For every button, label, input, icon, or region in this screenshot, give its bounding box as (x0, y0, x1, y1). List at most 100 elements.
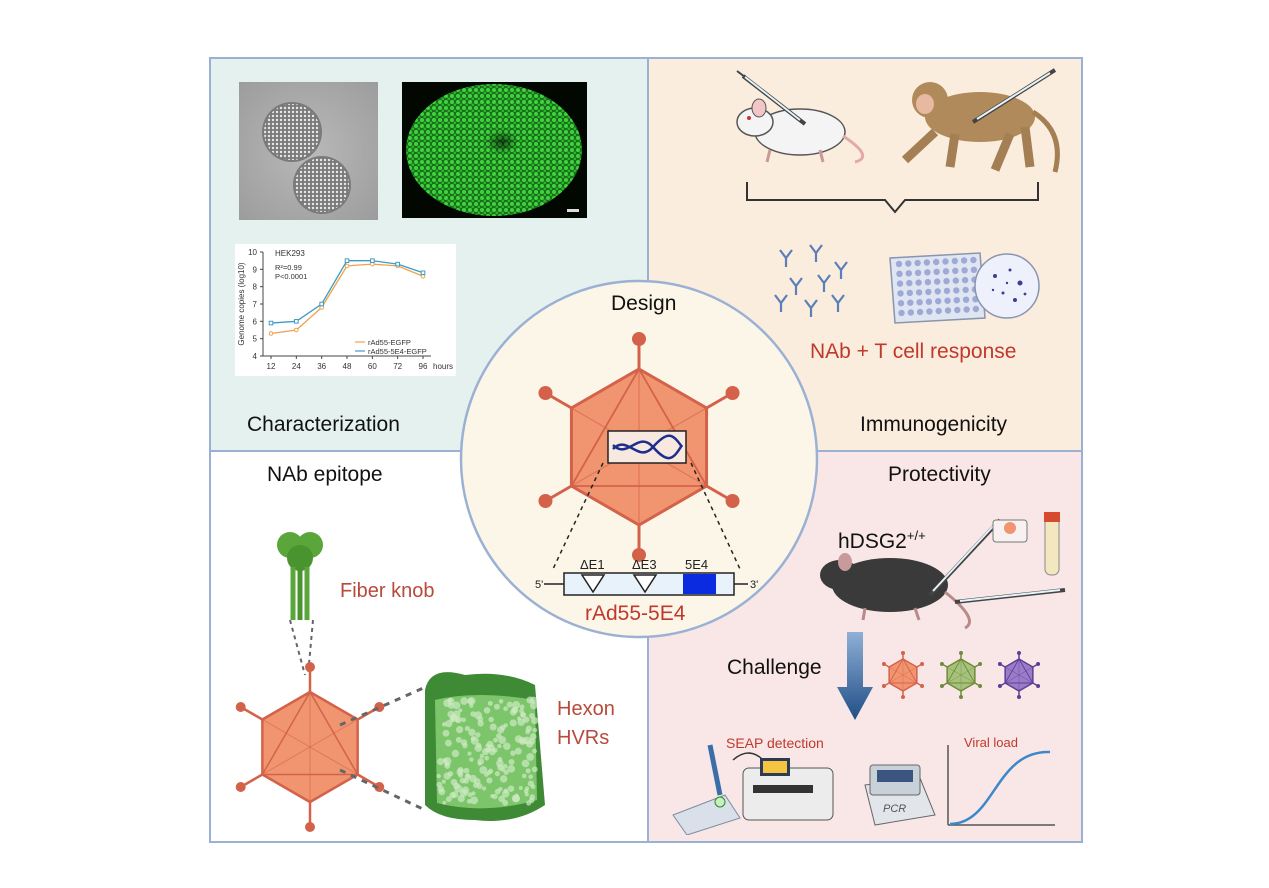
syringe-icon (955, 590, 1065, 602)
data-point (269, 332, 273, 336)
x-tick-label: 36 (317, 362, 326, 371)
fiber-knob-dot (1017, 651, 1021, 655)
challenge-label: Challenge (727, 656, 822, 680)
nab-epitope-title: NAb epitope (267, 463, 383, 487)
chart-annotation: P<0.0001 (275, 272, 307, 281)
growth-curve-svg: 4567891012243648607296hoursGenome copies… (235, 244, 456, 376)
y-tick-label: 8 (253, 283, 258, 292)
fiber-knob-dot (940, 662, 944, 666)
y-axis-label: Genome copies (log10) (237, 262, 246, 345)
virus-variants-illustration (878, 648, 1048, 703)
data-point (269, 321, 273, 325)
fiber-knob-dot (305, 822, 315, 832)
challenge-mouse-illustration (815, 510, 1080, 640)
fiber-knob-dot (1036, 662, 1040, 666)
blood-tube-icon (1044, 512, 1060, 575)
construct-label: rAd55-5E4 (585, 602, 685, 626)
fiber-knob-dot (978, 662, 982, 666)
immunogenicity-title: Immunogenicity (860, 413, 1007, 437)
monkey-icon (905, 82, 1057, 172)
fiber-knob-dot (1017, 695, 1021, 699)
data-point (320, 302, 324, 306)
fiber-knob-dot (305, 662, 315, 672)
data-point (421, 271, 425, 275)
fiber-knob-dot (998, 684, 1002, 688)
data-point (345, 259, 349, 263)
y-tick-label: 4 (253, 352, 258, 361)
hvrs-label: HVRs (557, 727, 609, 750)
e3-label: ΔE3 (632, 557, 657, 572)
fiber-knob-icon (277, 532, 323, 620)
y-tick-label: 9 (253, 265, 258, 274)
x-tick-label: 24 (292, 362, 301, 371)
protectivity-title: Protectivity (888, 463, 991, 487)
y-tick-label: 6 (253, 317, 258, 326)
plate-reader-icon (743, 758, 833, 820)
mouse-icon (737, 99, 863, 162)
animal-immunization-illustration (725, 62, 1075, 222)
hexon-structure-icon (425, 672, 545, 821)
pipette-icon (710, 745, 725, 807)
five-prime-label: 5' (535, 579, 543, 591)
viral-load-curve (948, 745, 1055, 825)
chart-annotation: R²=0.99 (275, 263, 302, 272)
data-point (371, 259, 375, 263)
mouse-icon (820, 553, 970, 628)
pcr-machine-icon: PCR (865, 765, 935, 825)
seap-label: SEAP detection (726, 735, 824, 751)
fiber-knob-dot (901, 695, 905, 699)
adenovirus-icon (236, 662, 385, 832)
data-point (396, 262, 400, 266)
y-tick-label: 5 (253, 335, 258, 344)
fiber-knob-dot (998, 662, 1002, 666)
x-tick-label: 96 (419, 362, 428, 371)
design-title: Design (611, 292, 676, 316)
hexon-label: Hexon (557, 698, 615, 721)
fiber-knob-dot (236, 782, 246, 792)
growth-curve-chart: 4567891012243648607296hoursGenome copies… (235, 244, 456, 376)
fiber-knob-dot (726, 386, 740, 400)
chart-title: HEK293 (275, 249, 305, 258)
y-tick-label: 7 (253, 300, 258, 309)
nab-tcell-label: NAb + T cell response (810, 340, 1016, 364)
e4-label: 5E4 (685, 557, 708, 572)
characterization-title: Characterization (247, 413, 400, 437)
fiber-knob-dot (726, 494, 740, 508)
data-point (295, 328, 299, 332)
e1-label: ΔE1 (580, 557, 605, 572)
fiber-knob-dot (901, 651, 905, 655)
virus-vial-icon (993, 520, 1027, 542)
fiber-knob-dot (538, 386, 552, 400)
x-axis-label: hours (433, 362, 453, 371)
fiber-knob-dot (632, 332, 646, 346)
fiber-knob-dot (236, 702, 246, 712)
fiber-knob-dot (538, 494, 552, 508)
challenge-arrow-icon (835, 632, 875, 722)
fiber-knob-dot (920, 662, 924, 666)
data-point (295, 320, 299, 324)
dna-box (608, 431, 686, 463)
x-tick-label: 72 (393, 362, 402, 371)
elispot-plate-icon (885, 248, 1045, 328)
data-point (345, 264, 349, 268)
fiber-knob-dot (978, 684, 982, 688)
x-tick-label: 48 (343, 362, 352, 371)
virus-variant-icon (882, 651, 924, 699)
fiber-knob-dot (920, 684, 924, 688)
fiber-knob-dot (882, 662, 886, 666)
electron-micrograph (239, 82, 378, 220)
design-circle: 5' 3' ΔE1 ΔE3 5E4 (458, 279, 820, 639)
fiber-knob-dot (959, 695, 963, 699)
legend-entry: rAd55-EGFP (368, 338, 411, 347)
virus-variant-icon (940, 651, 982, 699)
fiber-knob-dot (1036, 684, 1040, 688)
microplate-icon (673, 795, 740, 835)
three-prime-label: 3' (750, 579, 758, 591)
bracket (747, 182, 1038, 212)
fluorescence-image (402, 82, 587, 218)
x-tick-label: 60 (368, 362, 377, 371)
readout-illustration: PCR (665, 740, 1075, 835)
fiber-knob-label: Fiber knob (340, 580, 435, 603)
fiber-knob-dot (959, 651, 963, 655)
fiber-knob-dot (940, 684, 944, 688)
